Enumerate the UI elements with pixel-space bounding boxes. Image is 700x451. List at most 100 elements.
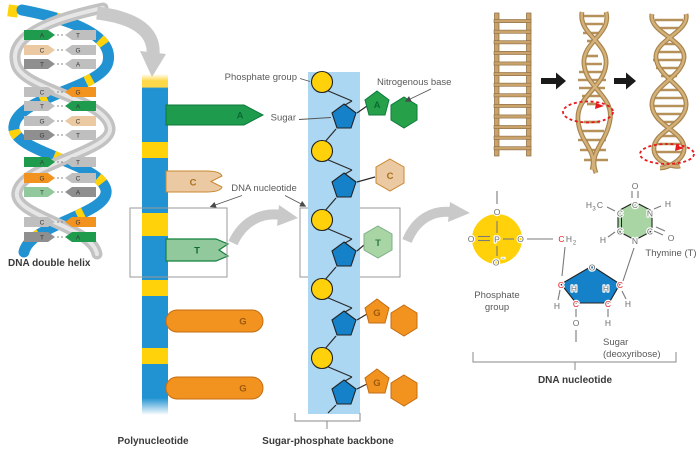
nucleotide-bracket xyxy=(472,352,677,370)
base-bar-g xyxy=(165,376,264,400)
base-letter: T xyxy=(375,238,381,249)
atom-h: H xyxy=(625,299,631,309)
atom-o: O xyxy=(573,318,580,328)
atom-o: O xyxy=(494,207,501,217)
base-pair-row: G T xyxy=(24,130,96,140)
base-pair-row: C G xyxy=(24,87,96,97)
ladder-rungs xyxy=(493,19,532,151)
base-bar-letter: T xyxy=(194,246,200,257)
backbone-caption: Sugar-phosphate backbone xyxy=(262,436,394,447)
atom-o: O xyxy=(468,234,475,244)
left-base-letter: C xyxy=(40,220,45,227)
right-base-letter: G xyxy=(75,90,80,97)
atom-n: N xyxy=(632,236,638,246)
base-pair-row: G C xyxy=(24,116,96,126)
twist-arrowhead xyxy=(595,103,604,109)
sugar-ring xyxy=(560,265,621,304)
atom-h: H xyxy=(665,199,671,209)
base-bar-letter: A xyxy=(237,111,244,122)
atom-c: C xyxy=(632,200,638,210)
right-base-letter: G xyxy=(75,48,80,55)
atom-c: C xyxy=(617,209,623,219)
atom-c: C xyxy=(558,234,564,244)
atom-h: H xyxy=(600,235,606,245)
atom-c: C xyxy=(617,280,623,290)
nitrogenous-base-t: T xyxy=(363,225,393,259)
phosphate-segment xyxy=(142,280,168,296)
phosphate-caption-line1: Phosphate xyxy=(474,290,519,301)
sugar-pentagon xyxy=(331,103,357,129)
right-base xyxy=(65,130,96,140)
left-base-letter: T xyxy=(40,62,44,69)
left-base xyxy=(24,101,55,111)
base-pair-row: C G xyxy=(24,45,96,55)
phosphate-group-label: Phosphate group xyxy=(225,72,297,83)
leader-line xyxy=(404,88,432,102)
base-pair-row: G C xyxy=(24,173,96,183)
backbone-bracket xyxy=(294,413,361,429)
zoom-arrow-helix-to-polynucleotide xyxy=(96,6,166,77)
fully-twisted-helix xyxy=(639,13,695,171)
base-pair-row: A T xyxy=(24,30,96,40)
nitrogenous-base-label: Nitrogenous base xyxy=(377,77,451,88)
left-base xyxy=(24,217,55,227)
thymine-caption: Thymine (T) xyxy=(645,248,696,259)
atom-c: C xyxy=(617,227,623,237)
atom-o: O xyxy=(493,258,500,268)
nitrogenous-base-g: G xyxy=(364,298,418,337)
base-letter: G xyxy=(373,308,380,319)
phosphate-circle xyxy=(310,208,334,232)
atom-subscript-3: 3 xyxy=(592,207,596,213)
zoom-arrow-polynucleotide-to-backbone xyxy=(228,205,298,246)
left-base xyxy=(24,232,55,242)
twist-highlight-ellipse xyxy=(639,143,695,165)
phosphate-circle xyxy=(310,346,334,370)
left-base xyxy=(24,130,55,140)
base-pair-row: T A xyxy=(24,232,96,242)
right-base-letter: G xyxy=(75,220,80,227)
base-pair-row: T A xyxy=(24,187,96,197)
phosphate-circle xyxy=(310,70,334,94)
phosphate-group-circle xyxy=(472,214,522,264)
polynucleotide-caption: Polynucleotide xyxy=(117,436,189,447)
phosphate-circle xyxy=(310,139,334,163)
atom-c: C xyxy=(605,299,611,309)
base-bar-letter: G xyxy=(239,317,246,328)
twist-highlight-ellipse xyxy=(562,100,614,124)
sugar-label: Sugar xyxy=(271,113,296,124)
base-letter: A xyxy=(374,100,381,111)
twist-arrowhead xyxy=(675,145,684,151)
left-base-letter: G xyxy=(39,119,44,126)
left-base-letter: T xyxy=(40,190,44,197)
right-base xyxy=(65,101,96,111)
twisting-ladder-sequence xyxy=(493,11,695,174)
left-base xyxy=(24,45,55,55)
right-base xyxy=(65,45,96,55)
atom-o: O xyxy=(589,263,596,273)
sugar-pentagon xyxy=(331,379,357,405)
phosphate-segment xyxy=(142,348,168,364)
dna-nucleotide-label: DNA nucleotide xyxy=(231,183,296,194)
base-pair-row: T A xyxy=(24,101,96,111)
left-base-letter: A xyxy=(40,33,45,40)
atom-p: P xyxy=(494,235,500,245)
polynucleotide: A C T G G Polynucleotide xyxy=(117,74,265,447)
base-bar-letter: G xyxy=(239,384,246,395)
atom-h: H xyxy=(566,234,572,244)
nitrogenous-base-c: C xyxy=(375,158,405,192)
right-base xyxy=(65,157,96,167)
nitrogenous-base-g: G xyxy=(364,368,418,407)
atom-h: H xyxy=(603,284,609,294)
left-base xyxy=(24,173,55,183)
atom-h: H xyxy=(554,301,560,311)
dna-double-helix-caption: DNA double helix xyxy=(8,258,91,269)
left-base-letter: C xyxy=(40,90,45,97)
left-base xyxy=(24,87,55,97)
atom-c: C xyxy=(647,227,653,237)
left-base-letter: G xyxy=(39,133,44,140)
atom-o: O xyxy=(632,181,639,191)
zoom-arrow-backbone-to-nucleotide xyxy=(402,202,470,244)
leader-line xyxy=(298,117,332,120)
base-bar-t xyxy=(165,238,230,262)
